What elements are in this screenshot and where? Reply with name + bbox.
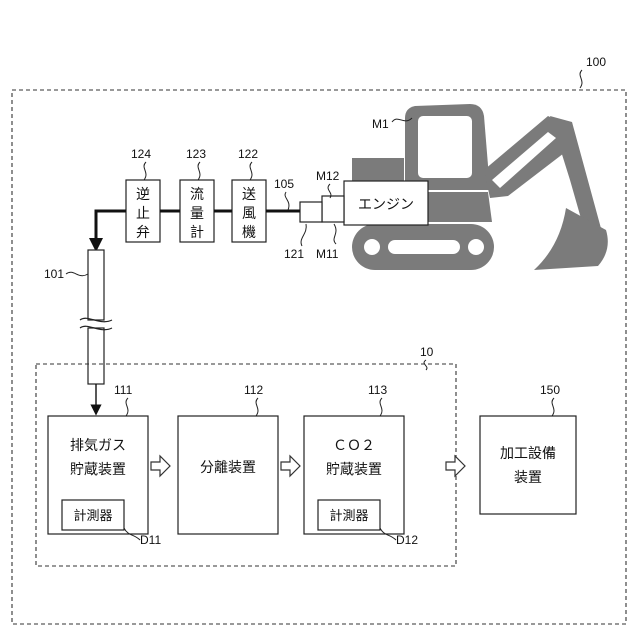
- ref-121-leader: [301, 224, 306, 246]
- separator-box: [178, 416, 278, 534]
- ref-check-valve: 124: [131, 147, 151, 161]
- co2-storage-line1: ＣＯ２: [333, 437, 375, 453]
- ref-exhaust-storage: 111: [114, 383, 133, 397]
- processing-line1: 加工設備: [500, 445, 556, 461]
- svg-text:流: 流: [190, 186, 204, 202]
- ref-pipe-connector: 105: [274, 177, 294, 191]
- excavator-window: [418, 116, 472, 178]
- svg-text:止: 止: [136, 205, 150, 221]
- exhaust-storage-line2: 貯蔵装置: [70, 461, 126, 477]
- ref-separator: 112: [244, 383, 263, 397]
- ref-meter-2: D12: [396, 533, 418, 547]
- svg-text:機: 機: [242, 224, 256, 240]
- ref-system-leader: [580, 70, 582, 88]
- hose-upper: [88, 250, 104, 320]
- engine-label: エンジン: [358, 196, 414, 212]
- ref-105-leader: [285, 192, 289, 210]
- blower-label: 送 風 機: [242, 186, 256, 240]
- ref-engine-port-upper: M12: [316, 169, 340, 183]
- ref-10-leader: [424, 360, 427, 370]
- co2-storage-line2: 貯蔵装置: [326, 461, 382, 477]
- svg-text:計: 計: [190, 224, 204, 240]
- ref-flow-meter: 123: [186, 147, 206, 161]
- ref-101-leader: [66, 272, 88, 275]
- ref-111-leader: [126, 398, 128, 416]
- processing-line2: 装置: [514, 469, 542, 485]
- excavator-track-slot: [388, 240, 460, 254]
- flow-meter-label: 流 量 計: [190, 186, 204, 240]
- meter-label-1: 計測器: [73, 508, 112, 523]
- ref-m11-leader: [334, 224, 336, 244]
- ref-123-leader: [198, 162, 200, 180]
- flow-arrow-storage-to-separator: [151, 456, 170, 476]
- flow-arrow-co2-to-processing: [446, 456, 465, 476]
- svg-text:送: 送: [242, 186, 256, 202]
- svg-text:量: 量: [190, 205, 204, 221]
- ref-blower: 122: [238, 147, 258, 161]
- exhaust-storage-line1: 排気ガス: [70, 437, 126, 453]
- hose-lower: [88, 328, 104, 384]
- ref-engine-port-lower: M11: [316, 247, 339, 261]
- track-wheel: [364, 239, 380, 255]
- ref-system: 100: [586, 55, 606, 69]
- ref-112-leader: [256, 398, 258, 416]
- engine-port: [322, 196, 344, 222]
- ref-meter-1: D11: [140, 533, 161, 547]
- svg-text:弁: 弁: [136, 224, 150, 240]
- ref-113-leader: [380, 398, 382, 416]
- svg-text:逆: 逆: [136, 186, 150, 202]
- ref-processing: 150: [540, 383, 560, 397]
- processing-box: [480, 416, 576, 514]
- ref-subsystem: 10: [420, 345, 434, 359]
- ref-124-leader: [144, 162, 146, 180]
- ref-150-leader: [552, 398, 554, 416]
- ref-co2-storage: 113: [368, 383, 387, 397]
- separator-label: 分離装置: [200, 459, 256, 475]
- check-valve-label: 逆 止 弁: [136, 186, 150, 240]
- meter-label-2: 計測器: [329, 508, 368, 523]
- svg-text:風: 風: [242, 205, 256, 221]
- adapter-box: [300, 202, 322, 222]
- ref-adapter: 121: [284, 247, 304, 261]
- flow-arrow-separator-to-co2: [281, 456, 300, 476]
- ref-122-leader: [250, 162, 252, 180]
- ref-excavator: M1: [372, 117, 389, 131]
- track-wheel: [468, 239, 484, 255]
- ref-exhaust-pipe: 101: [44, 267, 64, 281]
- hose-break: [80, 318, 112, 329]
